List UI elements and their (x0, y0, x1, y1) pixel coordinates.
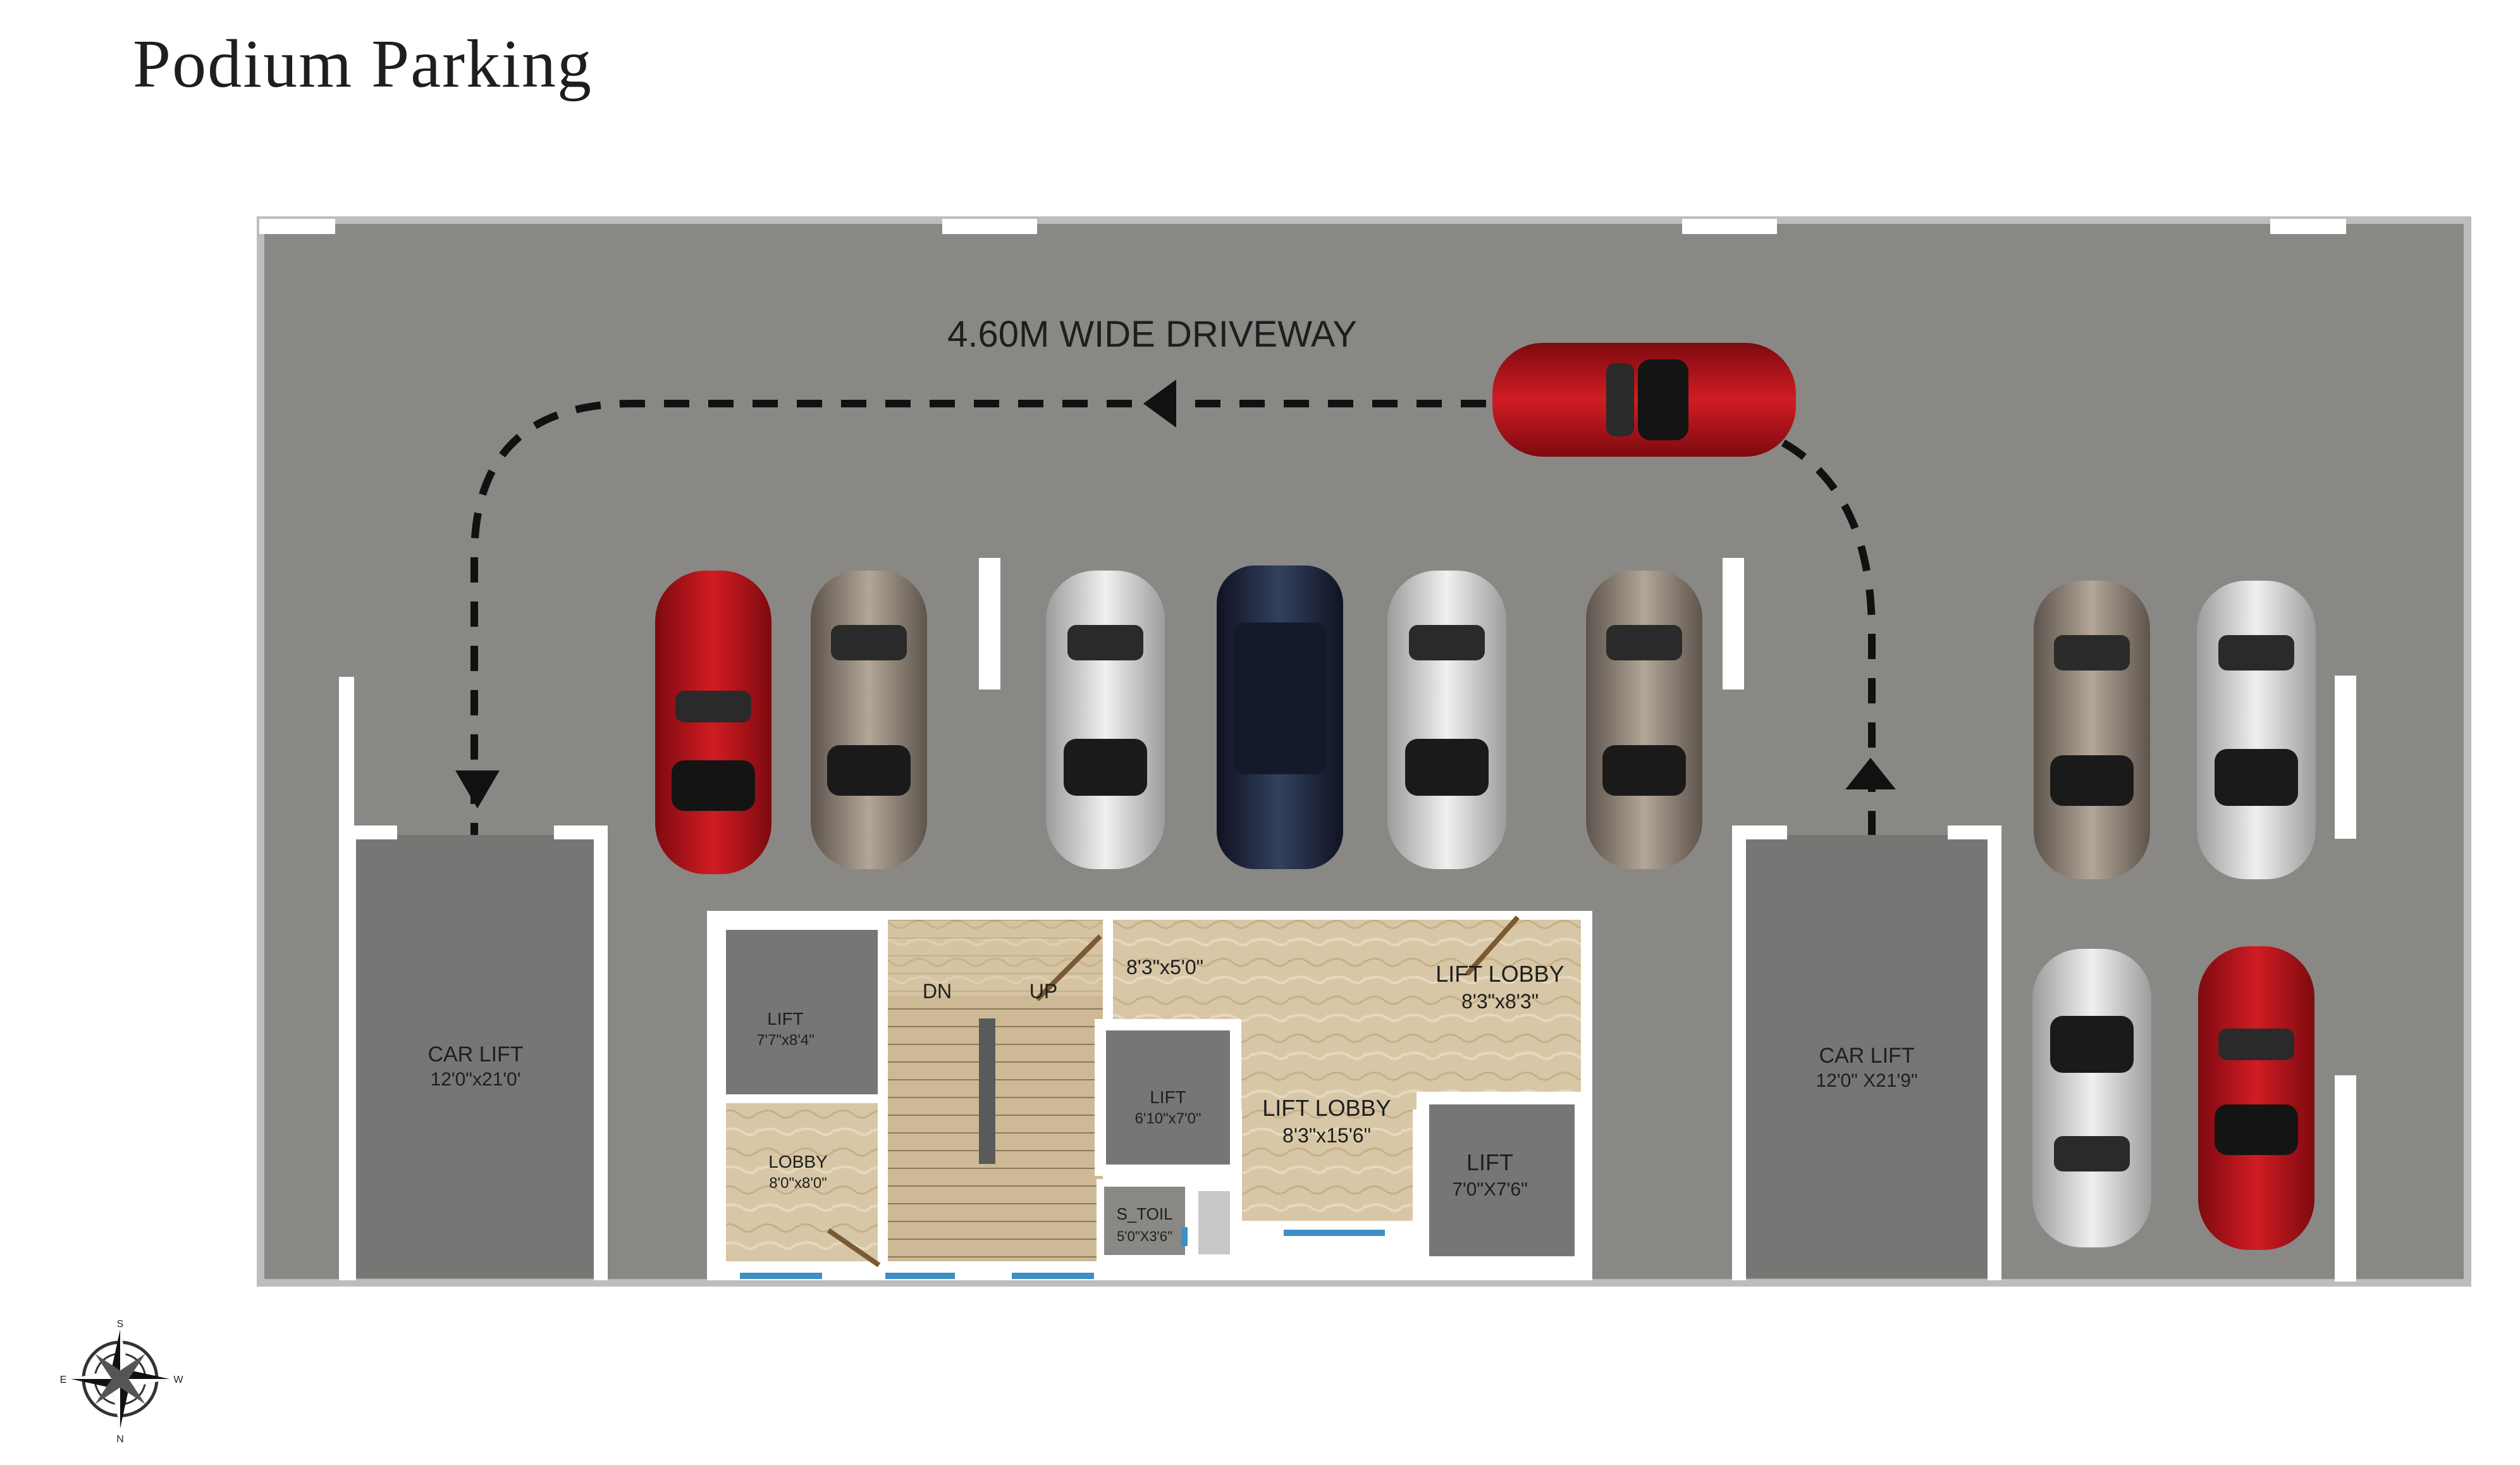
stair-dn-label: DN (923, 980, 952, 1003)
car-silver-4 (2032, 949, 2151, 1247)
top-wall-stubs (259, 219, 2346, 234)
lift-lobby-main-size: 8'3"x15'6" (1282, 1124, 1371, 1147)
car-red-driveway (1492, 343, 1796, 457)
driveway-arrow-left (1143, 380, 1176, 428)
car-red-1 (655, 571, 771, 874)
compass-n: N (116, 1434, 124, 1445)
car-lift-right: CAR LIFT 12'0" X21'9" (1732, 825, 2001, 1280)
s-toil-size: 5'0"X3'6" (1117, 1228, 1172, 1244)
lobby-name: LOBBY (768, 1152, 828, 1171)
driveway-arrow-up (1845, 758, 1896, 789)
stair-up-label: UP (1030, 980, 1057, 1003)
car-lift-left-size: 12'0"x21'0' (431, 1069, 521, 1090)
lift-a-size: 7'7"x8'4" (756, 1032, 814, 1049)
compass-rose-icon: S N E W (60, 1319, 184, 1445)
car-bronze-2 (1586, 571, 1702, 869)
car-lift-left-name: CAR LIFT (427, 1042, 523, 1066)
car-silver-2 (1387, 571, 1506, 869)
s-toil-name: S_TOIL (1116, 1204, 1172, 1223)
car-silver-3 (2197, 581, 2316, 879)
car-lift-left: CAR LIFT 12'0"x21'0' (339, 677, 608, 1280)
landing-size: 8'3"x5'0" (1126, 956, 1203, 979)
lift-lobby-small-name: LIFT LOBBY (1435, 961, 1564, 987)
compass-e: E (60, 1375, 67, 1385)
lift-lobby-main-name: LIFT LOBBY (1262, 1095, 1391, 1121)
compass-s: S (117, 1319, 124, 1330)
car-lift-right-name: CAR LIFT (1819, 1044, 1914, 1068)
compass-w: W (173, 1375, 183, 1385)
car-navy-suv (1217, 566, 1343, 869)
driveway-arrow-down (455, 770, 500, 808)
lift-b-name: LIFT (1150, 1087, 1186, 1107)
car-red-2 (2198, 946, 2314, 1250)
page-title: Podium Parking (133, 27, 593, 102)
car-bronze-3 (2034, 581, 2150, 879)
central-core (707, 911, 1592, 1280)
lift-c-size: 7'0"X7'6" (1452, 1179, 1528, 1200)
parking-dividers (979, 558, 2356, 1282)
lift-b-size: 6'10"x7'0" (1135, 1110, 1202, 1127)
car-bronze-1 (811, 571, 927, 869)
lift-lobby-small-size: 8'3"x8'3" (1461, 990, 1539, 1013)
driveway-label: 4.60M WIDE DRIVEWAY (947, 314, 1357, 355)
lift-c-name: LIFT (1466, 1149, 1513, 1175)
lift-a-name: LIFT (767, 1009, 804, 1029)
car-lift-right-size: 12'0" X21'9" (1816, 1070, 1917, 1091)
car-silver-1 (1046, 571, 1165, 869)
driveway-path (470, 400, 1876, 943)
lobby-size: 8'0"x8'0" (769, 1175, 827, 1192)
